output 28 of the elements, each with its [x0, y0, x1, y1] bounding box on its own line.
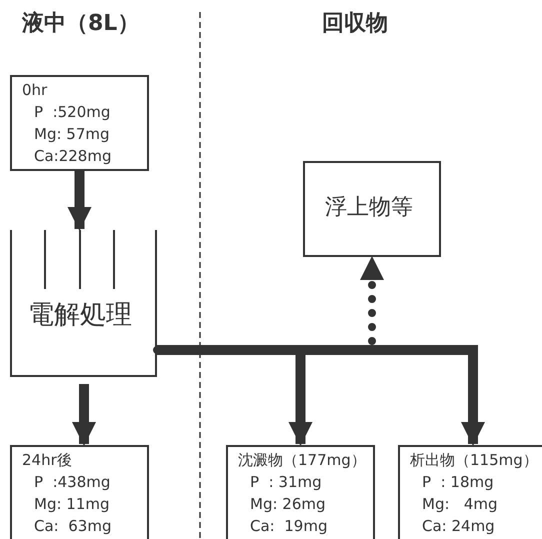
data-box [10, 445, 149, 539]
box-label: 浮上物等 [325, 195, 413, 221]
box-heading: 析出物（115mg） [410, 451, 538, 470]
measurement-text: Ca: 24mg [422, 517, 495, 536]
column-heading: 液中（8L） [22, 10, 140, 38]
box-heading: 沈澱物（177mg） [238, 451, 366, 470]
measurement-text: P :438mg [34, 473, 110, 492]
arrow [72, 384, 96, 446]
measurement-text: Mg: 26mg [250, 495, 326, 514]
data-box [226, 445, 375, 539]
box-heading: 0hr [22, 81, 48, 100]
measurement-text: Mg: 57mg [34, 125, 110, 144]
measurement-text: P :520mg [34, 103, 110, 122]
measurement-text: Ca:228mg [34, 147, 112, 166]
measurement-text: P : 18mg [422, 473, 494, 492]
tank-drawing [10, 230, 158, 378]
column-heading: 回収物 [322, 10, 388, 38]
measurement-text: Ca: 63mg [34, 517, 112, 536]
measurement-text: P : 31mg [250, 473, 322, 492]
data-box [398, 445, 542, 539]
measurement-text: Mg: 11mg [34, 495, 110, 514]
process-label: 電解処理 [28, 300, 132, 330]
data-box [10, 75, 149, 171]
measurement-text: Mg: 4mg [422, 495, 498, 514]
output-box [303, 161, 441, 257]
box-heading: 24hr後 [22, 451, 72, 470]
measurement-text: Ca: 19mg [250, 517, 328, 536]
arrow [68, 171, 92, 231]
